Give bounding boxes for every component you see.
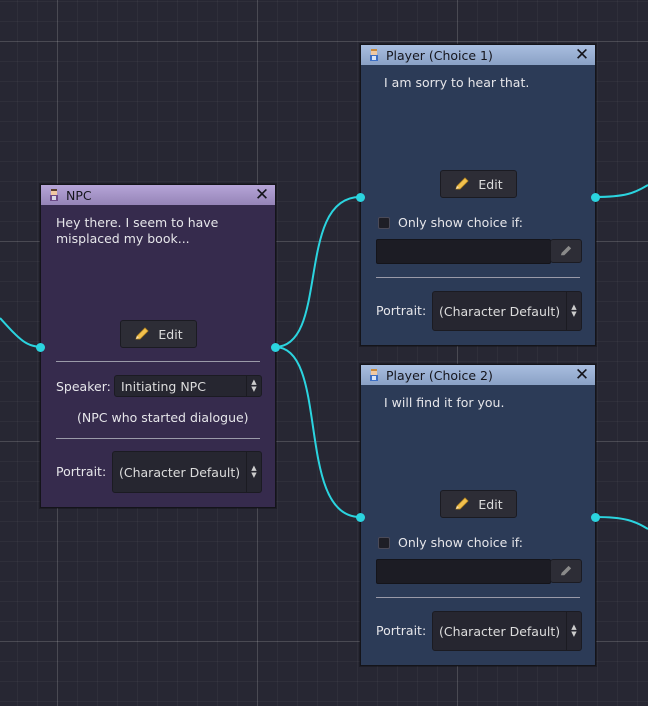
character-icon bbox=[50, 189, 58, 201]
portrait-label: Portrait: bbox=[376, 303, 427, 318]
choice1-edit-button[interactable]: Edit bbox=[440, 170, 517, 198]
condition-edit-button[interactable] bbox=[550, 559, 582, 583]
npc-output-port[interactable] bbox=[271, 343, 280, 352]
condition-input[interactable] bbox=[376, 239, 551, 264]
condition-label: Only show choice if: bbox=[398, 535, 523, 550]
npc-node[interactable]: NPC ✕ Hey there. I seem to have misplace… bbox=[40, 184, 276, 508]
separator bbox=[376, 597, 580, 598]
choice2-text: I will find it for you. bbox=[384, 395, 505, 410]
condition-checkbox[interactable] bbox=[378, 217, 390, 229]
player-icon bbox=[370, 49, 378, 61]
updown-arrows-icon: ▲▼ bbox=[566, 292, 581, 330]
choice2-edit-button[interactable]: Edit bbox=[440, 490, 517, 518]
close-icon[interactable]: ✕ bbox=[254, 185, 270, 205]
portrait-select[interactable]: (Character Default) ▲▼ bbox=[432, 611, 582, 651]
updown-arrows-icon: ▲▼ bbox=[246, 376, 261, 396]
close-icon[interactable]: ✕ bbox=[574, 365, 590, 385]
wire-choice2-out bbox=[594, 516, 648, 530]
portrait-select[interactable]: (Character Default) ▲▼ bbox=[112, 451, 262, 493]
choice2-input-port[interactable] bbox=[356, 513, 365, 522]
condition-edit-button[interactable] bbox=[550, 239, 582, 263]
choice1-titlebar[interactable]: Player (Choice 1) ✕ bbox=[361, 45, 595, 65]
portrait-label: Portrait: bbox=[376, 623, 427, 638]
updown-arrows-icon: ▲▼ bbox=[246, 452, 261, 492]
npc-dialogue-text: Hey there. I seem to have misplaced my b… bbox=[56, 215, 219, 246]
pencil-icon bbox=[560, 245, 572, 256]
wire-npc-to-choice2 bbox=[274, 346, 361, 518]
wire-npc-to-choice1 bbox=[274, 196, 361, 348]
choice2-title: Player (Choice 2) bbox=[386, 367, 493, 383]
choice2-output-port[interactable] bbox=[591, 513, 600, 522]
condition-input[interactable] bbox=[376, 559, 551, 584]
separator bbox=[56, 361, 260, 362]
separator bbox=[56, 438, 260, 439]
condition-label: Only show choice if: bbox=[398, 215, 523, 230]
choice1-input-port[interactable] bbox=[356, 193, 365, 202]
portrait-select[interactable]: (Character Default) ▲▼ bbox=[432, 291, 582, 331]
pencil-icon bbox=[455, 497, 469, 510]
player-choice1-node[interactable]: Player (Choice 1) ✕ I am sorry to hear t… bbox=[360, 44, 596, 346]
wire-choice1-out bbox=[594, 184, 648, 198]
choice1-text: I am sorry to hear that. bbox=[384, 75, 530, 90]
updown-arrows-icon: ▲▼ bbox=[566, 612, 581, 650]
speaker-label: Speaker: bbox=[56, 379, 111, 394]
speaker-note: (NPC who started dialogue) bbox=[77, 410, 249, 425]
npc-node-titlebar[interactable]: NPC ✕ bbox=[41, 185, 275, 205]
player-choice2-node[interactable]: Player (Choice 2) ✕ I will find it for y… bbox=[360, 364, 596, 666]
player-icon bbox=[370, 369, 378, 381]
choice2-titlebar[interactable]: Player (Choice 2) ✕ bbox=[361, 365, 595, 385]
portrait-label: Portrait: bbox=[56, 464, 107, 479]
npc-input-port[interactable] bbox=[36, 343, 45, 352]
choice1-output-port[interactable] bbox=[591, 193, 600, 202]
pencil-icon bbox=[135, 327, 149, 340]
pencil-icon bbox=[455, 177, 469, 190]
condition-checkbox[interactable] bbox=[378, 537, 390, 549]
separator bbox=[376, 277, 580, 278]
npc-edit-button[interactable]: Edit bbox=[120, 320, 197, 348]
speaker-select[interactable]: Initiating NPC ▲▼ bbox=[114, 375, 262, 397]
choice1-title: Player (Choice 1) bbox=[386, 47, 493, 63]
pencil-icon bbox=[560, 565, 572, 576]
close-icon[interactable]: ✕ bbox=[574, 45, 590, 65]
npc-node-title: NPC bbox=[66, 187, 92, 203]
